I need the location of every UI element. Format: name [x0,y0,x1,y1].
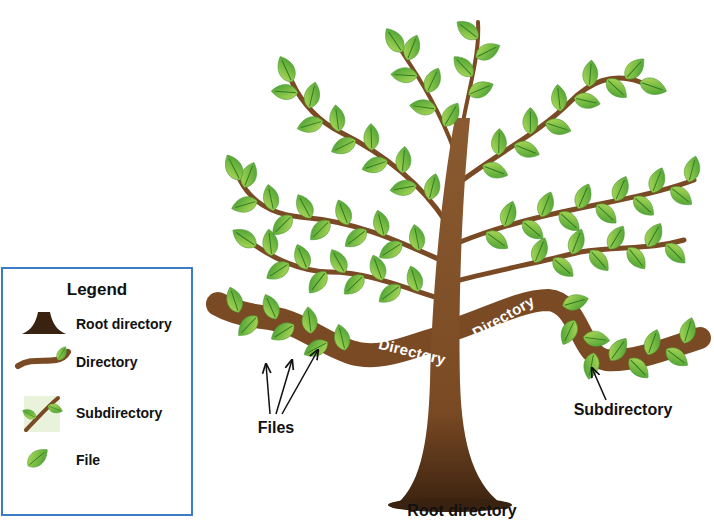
leaf [230,194,260,216]
leaf [543,116,573,138]
leaf [261,228,279,256]
leaf [366,253,389,283]
leaf [523,108,538,135]
leaf [677,316,699,346]
leaf [662,343,692,371]
leaf [565,227,589,257]
leaf [482,226,512,254]
leaf [389,178,418,198]
leaf [291,191,317,222]
leaf [452,16,482,44]
leaf [233,311,262,341]
leaf [295,114,325,136]
leaf [325,246,351,277]
leaf [491,128,507,155]
legend-subdirectory-sample [20,396,63,432]
callout-label: Subdirectory [574,401,673,419]
leaf [548,253,578,282]
leaf [661,239,690,268]
leaf [624,353,653,383]
leaf [556,317,581,347]
leaf [407,223,427,252]
leaf [609,174,633,204]
leaf [473,39,503,64]
leaf [622,243,650,273]
leaf [605,334,633,364]
leaf [263,257,293,284]
leaf [271,84,299,101]
legend-title: Legend [67,280,127,300]
leaf [573,91,602,111]
leaf [466,77,496,101]
leaf [497,199,520,229]
leaf [550,84,568,112]
legend-file-sample [23,444,51,471]
callout-label: Files [258,419,294,437]
legend-text: Directory [76,354,137,370]
leaf [682,154,703,184]
leaf [438,99,464,130]
leaf [341,224,371,252]
leaf [422,172,443,201]
leaf [571,181,595,211]
legend-directory-sample [18,344,69,366]
leaf [420,65,445,95]
leaf [220,151,247,183]
legend-text: Root directory [76,316,172,332]
leaf [641,327,664,357]
leaf [629,191,659,220]
leaf [328,104,346,132]
leaf [302,80,323,109]
leaf [666,182,696,210]
leaf [582,330,610,348]
leaf [581,352,601,381]
legend-frame [2,268,192,515]
leaf [273,53,299,85]
legend-text: File [76,452,100,468]
leaf [409,98,437,116]
leaf [267,319,297,346]
legend-root-sample [22,312,66,334]
leaf [528,235,552,265]
leaf [646,165,670,195]
leaf [228,224,260,253]
leaf [223,285,246,315]
leaf [375,280,405,308]
leaf [395,146,412,174]
leaf [259,292,283,322]
leaf [512,138,542,162]
leaf [404,264,426,294]
leaf [390,67,417,84]
leaf [637,75,669,99]
leaf [380,24,409,56]
leaf [331,323,352,352]
legend-text: Subdirectory [76,405,162,421]
leaf [304,267,332,297]
leaf [370,208,391,238]
leaf [363,123,379,150]
leaf [480,159,510,182]
leaf [585,246,614,276]
callout-label: Root directory [407,502,516,520]
leaf [261,183,281,212]
leaf [534,189,558,219]
leaf [582,59,599,87]
leaf [641,220,667,251]
leaf [290,242,314,272]
leaf [301,306,319,334]
leaf [301,336,332,362]
leaf [328,134,358,159]
leaves [220,16,703,383]
leaf [305,216,334,245]
leaf [339,270,369,299]
leaf [360,154,390,177]
leaf [603,222,630,253]
leaf [561,291,591,313]
leaf [331,197,355,227]
leaf [592,199,622,228]
leaf [449,52,478,82]
